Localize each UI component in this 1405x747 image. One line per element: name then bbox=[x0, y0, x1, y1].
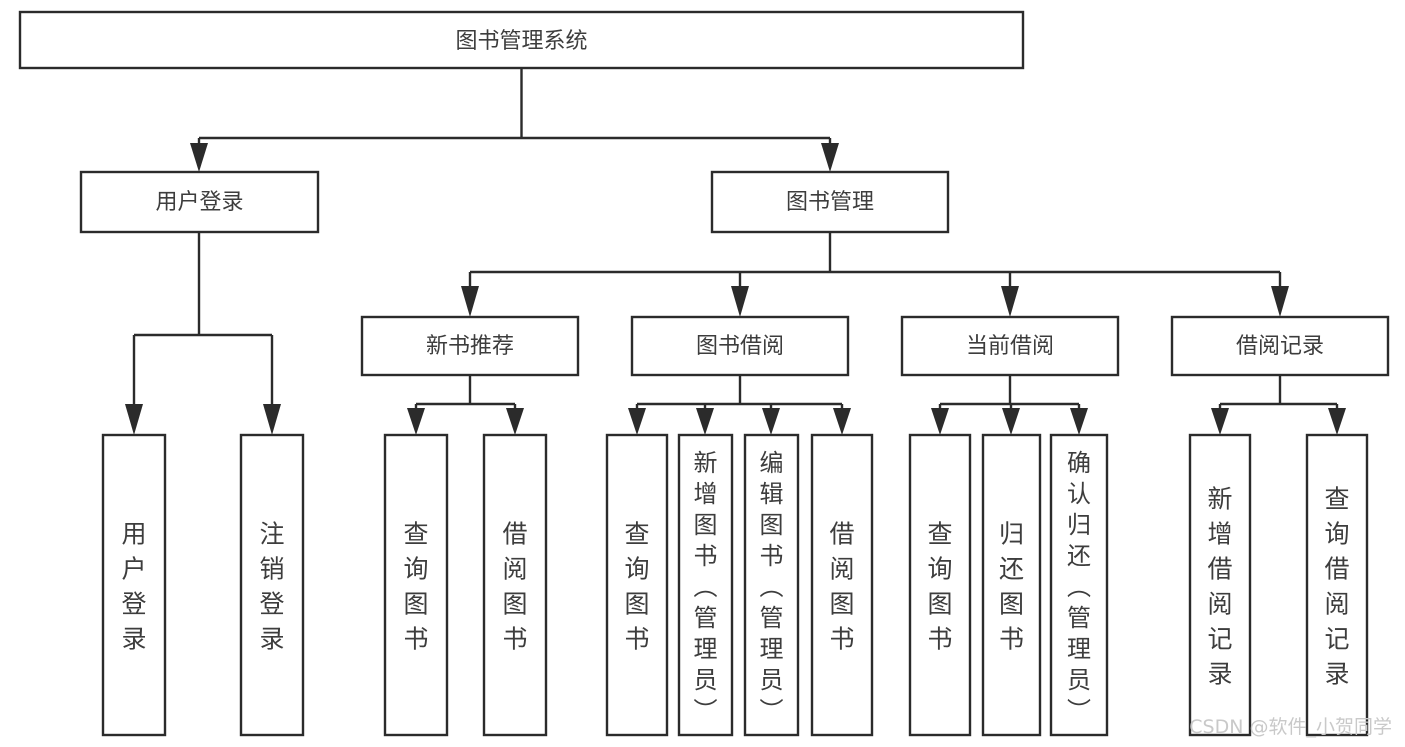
leaf-node[interactable]: 借阅图书 bbox=[482, 433, 548, 737]
node-new-book-recommend-box[interactable] bbox=[360, 315, 580, 377]
leaf-node-box[interactable] bbox=[1188, 433, 1252, 737]
leaf-node-label: 确认归还︵管理员︶ bbox=[1067, 449, 1091, 725]
node-root-box[interactable] bbox=[18, 10, 1025, 70]
leaf-node-box[interactable] bbox=[1049, 433, 1109, 737]
leaf-node-box[interactable] bbox=[677, 433, 734, 737]
leaf-node[interactable]: 新增图书︵管理员︶ bbox=[677, 433, 734, 737]
arrow-head-cb-query bbox=[931, 408, 949, 435]
leaf-node-box[interactable] bbox=[981, 433, 1042, 737]
leaf-node-box[interactable] bbox=[383, 433, 449, 737]
arrow-head-leaf-logout bbox=[263, 404, 281, 435]
node-user-login[interactable]: 用户登录 bbox=[79, 170, 320, 234]
leaf-node-label: 借阅图书 bbox=[502, 519, 527, 653]
node-new-book-recommend-label: 新书推荐 bbox=[426, 334, 514, 359]
node-borrow-record[interactable]: 借阅记录 bbox=[1170, 315, 1390, 377]
leaf-node-label: 归还图书 bbox=[999, 519, 1024, 653]
leaf-node-box[interactable] bbox=[239, 433, 305, 737]
leaf-node-box[interactable] bbox=[743, 433, 800, 737]
node-borrow-record-box[interactable] bbox=[1170, 315, 1390, 377]
arrow-head-bb-edit bbox=[762, 408, 780, 435]
node-root[interactable]: 图书管理系统 bbox=[18, 10, 1025, 70]
leaf-node[interactable]: 借阅图书 bbox=[810, 433, 874, 737]
arrow-head-borrow-record bbox=[1271, 286, 1289, 317]
arrow-head-newbook-borrow bbox=[506, 408, 524, 435]
arrow-head-user-login bbox=[190, 143, 208, 172]
node-book-borrow-label: 图书借阅 bbox=[696, 334, 784, 359]
node-current-borrow-box[interactable] bbox=[900, 315, 1120, 377]
leaf-node-box[interactable] bbox=[482, 433, 548, 737]
arrow-head-new-book-rec bbox=[461, 286, 479, 317]
leaf-node[interactable]: 查询借阅记录 bbox=[1305, 433, 1369, 737]
leaf-node-label: 编辑图书︵管理员︶ bbox=[760, 449, 784, 725]
arrow-head-bb-borrow bbox=[833, 408, 851, 435]
node-root-label: 图书管理系统 bbox=[455, 29, 587, 54]
connector-layer bbox=[125, 68, 1346, 435]
leaf-node-box[interactable] bbox=[101, 433, 167, 737]
arrow-head-book-borrow bbox=[731, 286, 749, 317]
node-book-borrow-box[interactable] bbox=[630, 315, 850, 377]
node-current-borrow-label: 当前借阅 bbox=[966, 334, 1054, 359]
arrow-head-bb-add bbox=[696, 408, 714, 435]
leaf-node[interactable]: 查询图书 bbox=[383, 433, 449, 737]
leaf-node-label: 查询图书 bbox=[403, 519, 428, 653]
leaf-node[interactable]: 查询图书 bbox=[908, 433, 972, 737]
leaf-node-box[interactable] bbox=[605, 433, 669, 737]
leaf-node-box[interactable] bbox=[810, 433, 874, 737]
node-current-borrow[interactable]: 当前借阅 bbox=[900, 315, 1120, 377]
arrow-head-current-borrow bbox=[1001, 286, 1019, 317]
leaf-node[interactable]: 查询图书 bbox=[605, 433, 669, 737]
leaf-node-label: 新增借阅记录 bbox=[1207, 484, 1232, 688]
leaf-node[interactable]: 用户登录 bbox=[101, 433, 167, 737]
node-book-borrow[interactable]: 图书借阅 bbox=[630, 315, 850, 377]
arrow-head-bb-query bbox=[628, 408, 646, 435]
leaf-node[interactable]: 确认归还︵管理员︶ bbox=[1049, 433, 1109, 737]
node-borrow-record-label: 借阅记录 bbox=[1236, 334, 1324, 359]
leaf-node[interactable]: 注销登录 bbox=[239, 433, 305, 737]
leaf-node-label: 用户登录 bbox=[121, 519, 146, 653]
csdn-watermark: CSDN @软件_小贺同学 bbox=[1189, 716, 1392, 738]
arrow-head-book-mgmt bbox=[821, 143, 839, 172]
leaf-node-box[interactable] bbox=[908, 433, 972, 737]
arrow-head-cb-confirm bbox=[1070, 408, 1088, 435]
node-user-login-box[interactable] bbox=[79, 170, 320, 234]
leaf-node-layer: 用户登录 注销登录 查询图书 借阅图书 查询图书 新增图书︵管理员︶ 编辑图书︵管理员︶ 借阅… bbox=[101, 433, 1369, 737]
leaf-node-label: 注销登录 bbox=[259, 519, 284, 653]
leaf-node-label: 借阅图书 bbox=[829, 519, 854, 653]
node-user-login-label: 用户登录 bbox=[155, 190, 243, 215]
leaf-node[interactable]: 编辑图书︵管理员︶ bbox=[743, 433, 800, 737]
node-new-book-recommend[interactable]: 新书推荐 bbox=[360, 315, 580, 377]
leaf-node-label: 查询图书 bbox=[624, 519, 649, 653]
leaf-node-label: 新增图书︵管理员︶ bbox=[694, 449, 718, 725]
leaf-node-label: 查询借阅记录 bbox=[1324, 484, 1349, 688]
arrow-head-br-add bbox=[1211, 408, 1229, 435]
leaf-node[interactable]: 新增借阅记录 bbox=[1188, 433, 1252, 737]
node-book-management-box[interactable] bbox=[710, 170, 950, 234]
leaf-node[interactable]: 归还图书 bbox=[981, 433, 1042, 737]
arrow-head-br-query bbox=[1328, 408, 1346, 435]
arrow-head-newbook-query bbox=[407, 408, 425, 435]
leaf-node-label: 查询图书 bbox=[927, 519, 952, 653]
leaf-node-box[interactable] bbox=[1305, 433, 1369, 737]
node-book-management[interactable]: 图书管理 bbox=[710, 170, 950, 234]
arrow-head-leaf-user-login bbox=[125, 404, 143, 435]
arrow-head-cb-return bbox=[1002, 408, 1020, 435]
node-book-management-label: 图书管理 bbox=[786, 190, 874, 215]
